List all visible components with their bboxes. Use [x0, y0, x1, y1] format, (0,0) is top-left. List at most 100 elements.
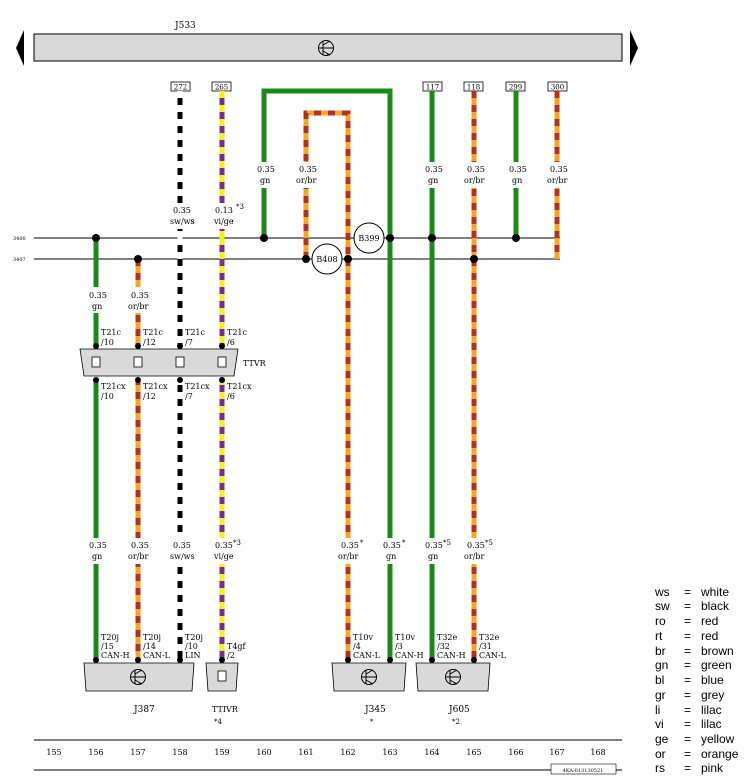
terminal-pin: /31 [479, 642, 492, 651]
legend-code: gr [655, 688, 666, 702]
legend-eq: = [684, 732, 691, 746]
column-number: 165 [466, 748, 481, 757]
legend-meaning: black [701, 599, 730, 613]
module-ttivr: TTIVR *4 [205, 662, 239, 726]
wire-note: * [402, 539, 406, 547]
legend-meaning: blue [701, 673, 724, 687]
right-arrow-icon [630, 30, 638, 66]
lower-long-wires [345, 238, 477, 660]
j533-module [16, 30, 638, 66]
top-ref: 299 [509, 84, 522, 92]
legend-eq: = [684, 599, 691, 613]
wire-size: 0.35 [131, 541, 149, 550]
color-legend: ws = white sw = black ro = red rt = red … [654, 585, 739, 775]
legend-code: ws [654, 585, 670, 599]
terminal-plug: T32e [437, 633, 458, 642]
bus-label: 3407 [13, 257, 26, 263]
column-number: 160 [256, 748, 271, 757]
wire-color: or/br [547, 176, 567, 185]
pin-number: /7 [185, 338, 193, 347]
wire-size: 0.35 [131, 291, 149, 300]
pin-plug: T21cx [185, 382, 210, 391]
column-number: 158 [172, 748, 187, 757]
wire-note: *3 [236, 203, 244, 211]
column-number: 167 [549, 748, 564, 757]
legend-eq: = [684, 688, 691, 702]
ttvr-connector: TTVR [79, 343, 267, 383]
label-gaps [86, 162, 567, 564]
connector-pins [91, 356, 227, 368]
wire-size: 0.35 [425, 165, 443, 174]
legend-eq: = [684, 717, 691, 731]
component-note: *2 [452, 718, 460, 726]
wire-note: *3 [233, 539, 241, 547]
terminal-plug: T20j [143, 633, 161, 642]
terminal-labels: T20j /15 CAN-H T20j /14 CAN-L T20j /10 L… [101, 633, 507, 660]
ttvr-pin-labels: T21c /10 T21c /12 T21c /7 T21c /6 T21cx … [101, 328, 252, 401]
wire-size: 0.35 [383, 541, 401, 550]
pin-plug: T21cx [143, 382, 168, 391]
legend-meaning: red [701, 614, 718, 628]
splice-b399: B399 [353, 222, 385, 254]
wire-size: 0.35 [509, 165, 527, 174]
legend-eq: = [684, 703, 691, 717]
module-j387: J387 [83, 662, 195, 715]
column-number: 155 [46, 748, 61, 757]
lower-short-wires [93, 378, 225, 660]
component-name: J345 [364, 705, 386, 715]
wire-size: 0.35 [467, 165, 485, 174]
legend-eq: = [684, 629, 691, 643]
pin-number: /7 [185, 392, 193, 401]
wire-size: 0.35 [299, 165, 317, 174]
column-number: 161 [298, 748, 313, 757]
terminal-pin: /4 [353, 642, 361, 651]
wire-size: 0.35 [89, 291, 107, 300]
pin-number: /12 [143, 338, 156, 347]
wire-color: sw/ws [170, 217, 195, 226]
legend-code: gn [655, 658, 668, 672]
legend-eq: = [684, 673, 691, 687]
wire-color: gn [428, 176, 438, 185]
column-number: 166 [508, 748, 523, 757]
legend-meaning: green [701, 658, 732, 672]
legend-meaning: orange [701, 747, 739, 761]
wire-color: sw/ws [170, 552, 195, 561]
header-title: J533 [174, 21, 196, 31]
wire-color: vi/ge [213, 552, 234, 561]
wire-size: 0.35 [173, 541, 191, 550]
column-number: 156 [88, 748, 103, 757]
legend-meaning: brown [701, 644, 734, 658]
pin-plug: T21cx [101, 382, 126, 391]
legend-code: ro [655, 614, 666, 628]
legend-code: rs [655, 761, 665, 775]
component-name: TTIVR [212, 705, 239, 714]
top-ref: 300 [551, 84, 564, 92]
legend-code: vi [655, 717, 664, 731]
legend-code: br [655, 644, 666, 658]
connector-pin-dots [93, 343, 225, 383]
component-note: *4 [214, 718, 223, 726]
pin-number: /12 [143, 392, 156, 401]
terminal-signal: LIN [185, 651, 200, 660]
wire-color: vi/ge [213, 217, 234, 226]
pin-plug: T21cx [227, 382, 252, 391]
pin-number: /10 [101, 338, 114, 347]
legend-code: bl [655, 673, 664, 687]
wire-color: or/br [128, 552, 148, 561]
legend-meaning: red [701, 629, 718, 643]
top-ref: 265 [215, 84, 228, 92]
wire-color: gn [92, 552, 102, 561]
terminal-plug: T32e [479, 633, 500, 642]
terminal-pin: /10 [185, 642, 198, 651]
splice-label: B408 [316, 255, 337, 264]
pin-plug: T21c [143, 328, 164, 337]
wire-size: 0.35 [425, 541, 443, 550]
wire-color: gn [260, 176, 270, 185]
wire-color: or/br [338, 552, 358, 561]
legend-meaning: white [700, 585, 729, 599]
terminal-pin: /2 [227, 651, 235, 660]
module-j605: J605 *2 [415, 662, 491, 726]
wire-color: or/br [296, 176, 316, 185]
terminal-pin: /15 [101, 642, 114, 651]
terminal-plug: T4gf [227, 642, 247, 651]
